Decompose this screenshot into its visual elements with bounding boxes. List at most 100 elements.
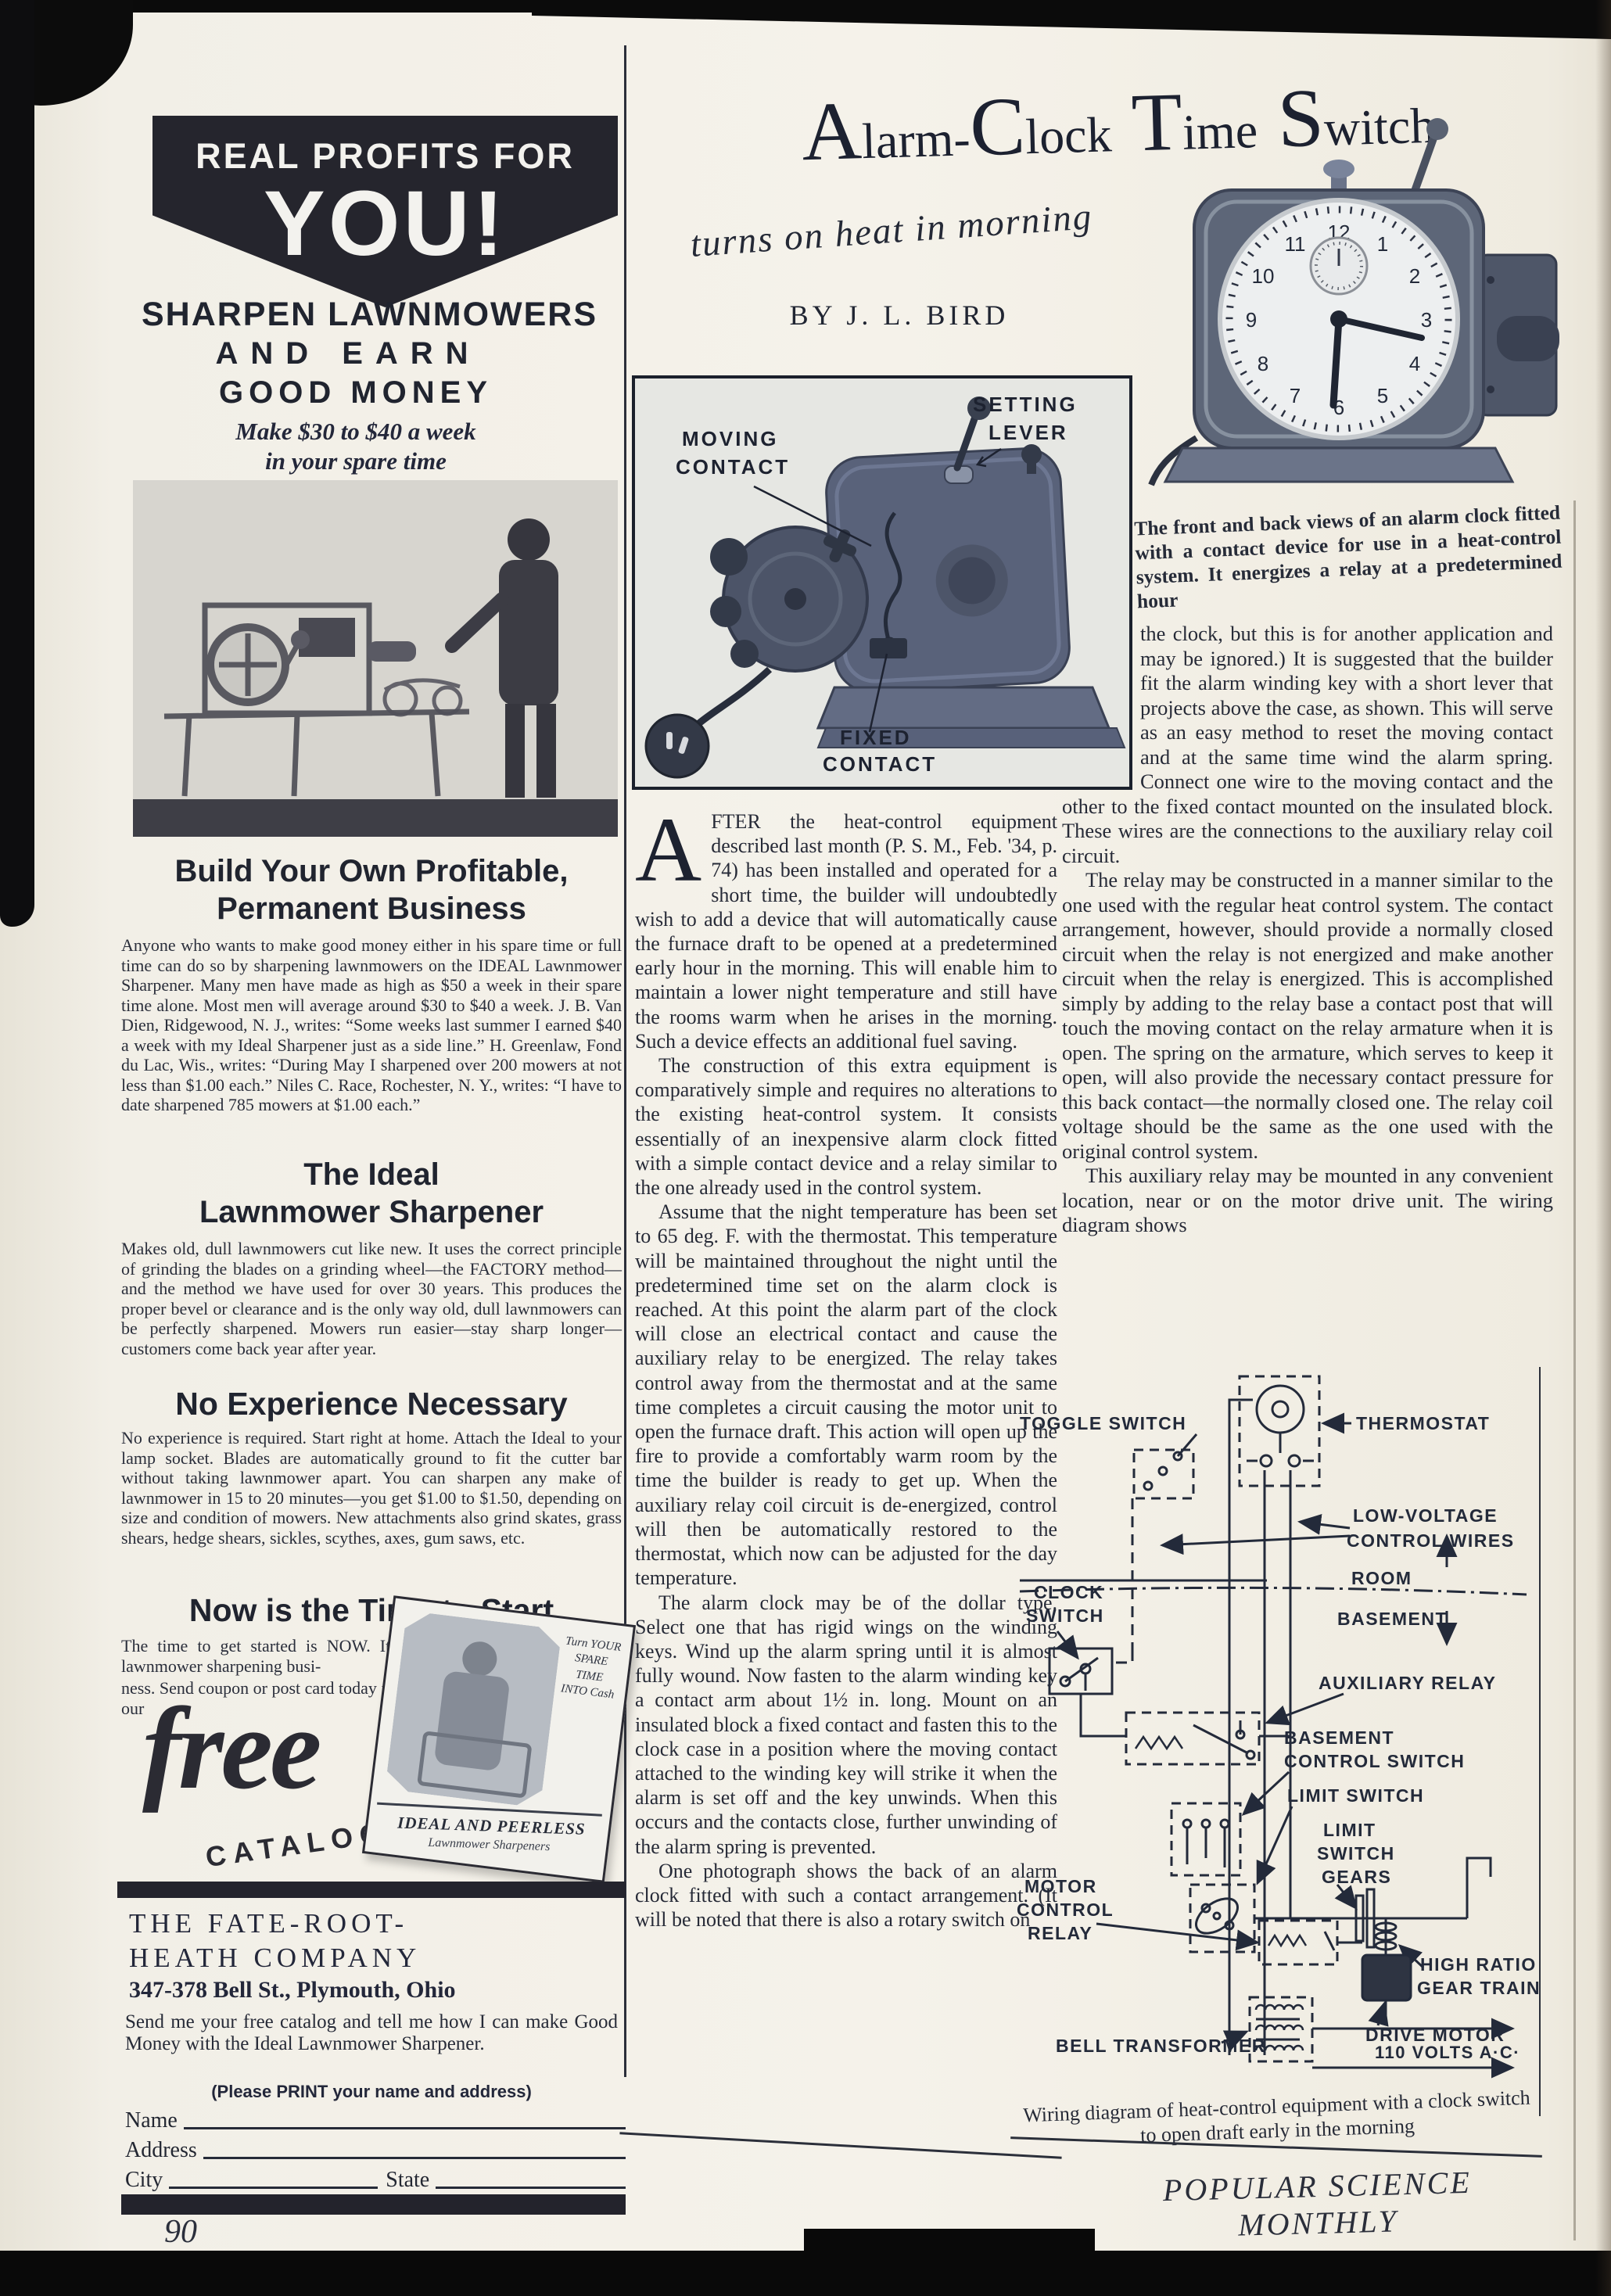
col1-paragraph-5: One photograph shows the back of an alar… <box>635 1859 1057 1932</box>
label-moving-contact-2: CONTACT <box>676 455 791 479</box>
col1-paragraph-3: Assume that the night temperature has be… <box>635 1200 1057 1590</box>
label-110-volts: 110 VOLTS A·C· <box>1375 2043 1520 2062</box>
label-limit-gears-3: GEARS <box>1322 1867 1391 1887</box>
svg-text:9: 9 <box>1246 308 1257 332</box>
ad-sec2-heading-1: The Ideal <box>303 1157 440 1192</box>
col1-paragraph-4: The alarm clock may be of the dollar typ… <box>635 1591 1057 1858</box>
coupon-text: Send me your free catalog and tell me ho… <box>125 2011 618 2054</box>
column1-bottom-curve <box>619 2132 1062 2159</box>
ad-headline-2: AND EARN <box>215 336 481 371</box>
wiring-diagram: TOGGLE SWITCH THERMOSTAT LOW-VOLTAGE CON… <box>1009 1367 1548 2083</box>
ad-photo-illustration <box>133 480 618 837</box>
coupon-name-line <box>183 2126 626 2129</box>
label-high-ratio-2: GEAR TRAIN <box>1417 1978 1541 1998</box>
svg-text:4: 4 <box>1409 352 1420 375</box>
coupon-note: (Please PRINT your name and address) <box>211 2082 532 2101</box>
wiring-diagram-svg: TOGGLE SWITCH THERMOSTAT LOW-VOLTAGE CON… <box>1017 1375 1541 2079</box>
svg-text:8: 8 <box>1258 352 1268 375</box>
company-name-1: THE FATE-ROOT- <box>129 1908 409 1939</box>
page-gutter-rule <box>1573 500 1576 2240</box>
title-cap-a: A <box>800 84 863 178</box>
label-motor-relay-2: CONTROL <box>1017 1900 1114 1920</box>
coupon-name-label: Name <box>125 2108 178 2133</box>
col1-paragraph-1-text: FTER the heat-control equipment describe… <box>635 810 1057 1053</box>
svg-text:5: 5 <box>1377 384 1388 407</box>
label-clock-switch-1: CLOCK <box>1034 1582 1103 1602</box>
col1-paragraph-2: The construction of this extra equipment… <box>635 1054 1057 1200</box>
label-drive-motor: DRIVE MOTOR <box>1365 2025 1505 2045</box>
ad-sec1-heading-2: Permanent Business <box>217 891 526 926</box>
label-motor-relay-3: RELAY <box>1028 1923 1093 1943</box>
svg-text:1: 1 <box>1377 232 1388 256</box>
label-fixed-contact-2: CONTACT <box>823 752 938 776</box>
left-edge-strip <box>0 0 34 927</box>
label-motor-relay-1: MOTOR <box>1024 1876 1097 1896</box>
photo-wrap-spacer <box>1062 622 1140 790</box>
label-fixed-contact-1: FIXED <box>840 726 912 749</box>
ad-tagline-1: Make $30 to $40 a week <box>235 418 476 445</box>
label-high-ratio-1: HIGH RATIO <box>1420 1954 1537 1975</box>
svg-text:3: 3 <box>1421 308 1432 332</box>
label-basement-control-2: CONTROL SWITCH <box>1284 1751 1465 1771</box>
svg-text:2: 2 <box>1409 264 1420 288</box>
article-column-2: the clock, but this is for another appli… <box>1062 622 1553 1238</box>
label-thermostat: THERMOSTAT <box>1356 1413 1490 1433</box>
ad-sec4-body-b: ness. Send coupon or post card today for… <box>121 1678 402 1718</box>
right-edge-shadow <box>1595 0 1611 2296</box>
col2-paragraph-3: This auxiliary relay may be mounted in a… <box>1062 1164 1553 1236</box>
page-number: 90 <box>164 2214 197 2250</box>
label-moving-contact-1: MOVING <box>682 427 779 450</box>
label-low-voltage-2: CONTROL WIRES <box>1347 1530 1515 1551</box>
ad-divider-bar <box>117 1882 626 1898</box>
diagram-right-rule <box>1539 1367 1541 2116</box>
label-room: ROOM <box>1351 1568 1412 1588</box>
svg-text:10: 10 <box>1252 264 1275 288</box>
diagram-labels: TOGGLE SWITCH THERMOSTAT LOW-VOLTAGE CON… <box>1017 1413 1541 2062</box>
top-right-band <box>532 0 1611 39</box>
ad-sec3-body: No experience is required. Start right a… <box>121 1428 622 1548</box>
ad-headline-1: SHARPEN LAWNMOWERS <box>141 296 598 333</box>
booklet-figure-machine <box>417 1731 532 1799</box>
catalog-booklet: Turn YOUR SPARE TIME INTO Cash IDEAL AND… <box>361 1595 637 1883</box>
coupon-city-state-row: City State <box>125 2168 626 2193</box>
coupon-state-line <box>436 2186 626 2189</box>
label-limit-gears-1: LIMIT <box>1323 1820 1376 1840</box>
photo-caption: The front and back views of an alarm clo… <box>1133 500 1563 613</box>
coupon-city-label: City <box>125 2168 163 2192</box>
ad-banner-line1: REAL PROFITS FOR <box>196 136 575 176</box>
ad-tagline-2: in your spare time <box>265 447 447 475</box>
company-name-2: HEATH COMPANY <box>129 1943 422 1973</box>
label-limit-switch: LIMIT SWITCH <box>1287 1785 1424 1806</box>
coupon-bottom-bar <box>121 2194 626 2215</box>
ad-banner-line2: YOU! <box>264 172 507 275</box>
title-rest-larm: larm- <box>861 110 971 170</box>
title-rest-lock: lock <box>1024 106 1113 165</box>
ad-sec2-body: Makes old, dull lawnmowers cut like new.… <box>121 1239 622 1358</box>
coupon-address-label: Address <box>125 2138 197 2162</box>
label-bell-transformer: BELL TRANSFORMER <box>1056 2036 1266 2056</box>
label-setting-lever-1: SETTING <box>973 393 1078 416</box>
label-auxiliary-relay: AUXILIARY RELAY <box>1319 1673 1496 1693</box>
article-subtitle: turns on heat in morning <box>689 196 1094 265</box>
booklet-photo <box>385 1610 562 1808</box>
booklet-top-text: Turn YOUR SPARE TIME INTO Cash <box>560 1634 623 1702</box>
label-low-voltage-1: LOW-VOLTAGE <box>1353 1505 1498 1526</box>
coupon-name-row: Name <box>125 2108 626 2133</box>
ad-free-script: free <box>142 1684 321 1813</box>
svg-text:11: 11 <box>1285 232 1306 256</box>
ad-sec2-heading-2: Lawnmower Sharpener <box>199 1195 544 1229</box>
magazine-footer: POPULAR SCIENCE MONTHLY <box>1162 2164 1473 2243</box>
col2-paragraph-2: The relay may be constructed in a manner… <box>1062 868 1553 1163</box>
ad-photo-lawnmower-sharpener <box>133 480 618 837</box>
coupon-address-line <box>203 2156 626 2159</box>
col2-paragraph-1: the clock, but this is for another appli… <box>1062 622 1553 867</box>
ad-sec3-heading: No Experience Necessary <box>175 1386 568 1422</box>
label-toggle-switch: TOGGLE SWITCH <box>1020 1413 1186 1433</box>
column-divider <box>624 45 626 2077</box>
ad-sec1-body: Anyone who wants to make good money eith… <box>121 935 622 1114</box>
alarm-clock-back-photo-frame: MOVING CONTACT SETTING LEVER FIXED CONTA… <box>632 375 1132 790</box>
label-basement-control-1: BASEMENT <box>1284 1727 1394 1748</box>
